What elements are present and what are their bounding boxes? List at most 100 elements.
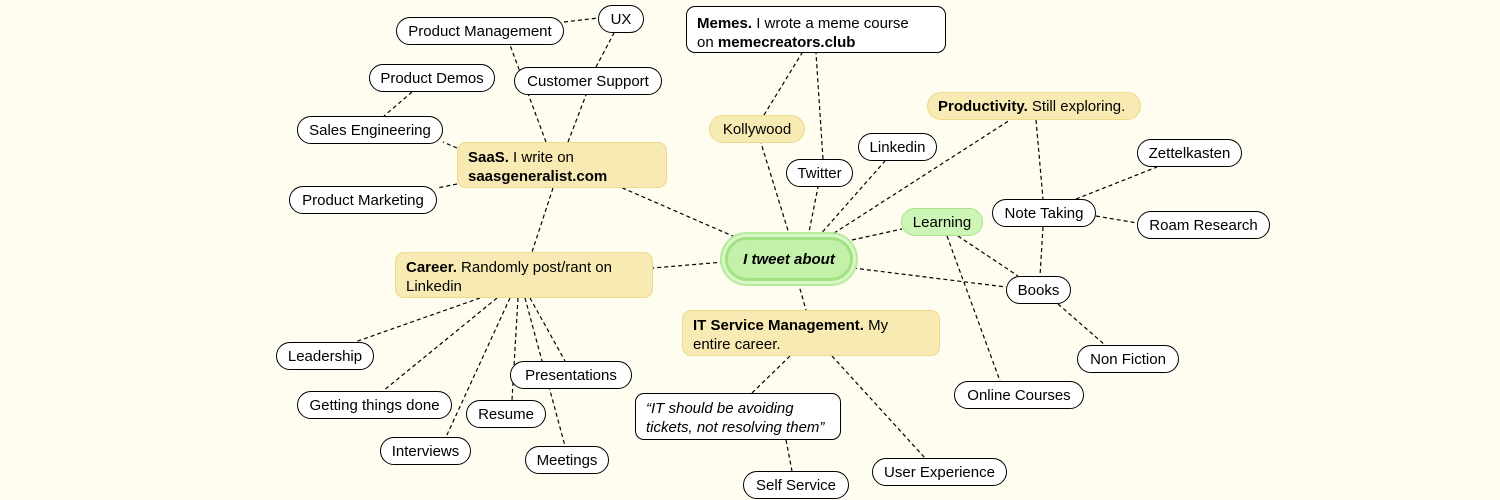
leaf-ux[interactable]: UX: [598, 5, 644, 33]
connector-cs-ux: [595, 32, 615, 68]
leaf-online-courses[interactable]: Online Courses: [954, 381, 1084, 409]
topic-memes-prefix: on: [697, 34, 714, 51]
leaf-leadership[interactable]: Leadership: [276, 342, 374, 370]
connector-career-lead: [354, 297, 481, 343]
connector-learn-books: [957, 235, 1019, 277]
central-topic-label: I tweet about: [743, 250, 835, 268]
topic-career-text2: Linkedin: [406, 278, 462, 295]
leaf-label: Zettelkasten: [1148, 144, 1231, 162]
connector-nt-books: [1039, 226, 1044, 277]
connector-pm-ux: [563, 17, 599, 23]
leaf-label: Meetings: [536, 451, 598, 469]
topic-saas-text: I write on: [513, 149, 574, 166]
leaf-label: Twitter: [797, 164, 842, 182]
connector-saas-cs: [567, 94, 587, 143]
leaf-itsm-quote[interactable]: “IT should be avoiding tickets, not reso…: [635, 393, 841, 440]
topic-kollywood-label: Kollywood: [722, 120, 792, 138]
topic-it-service-management[interactable]: IT Service Management. My entire career.: [682, 310, 940, 356]
topic-learning[interactable]: Learning: [901, 208, 983, 236]
connector-center-books: [852, 267, 1007, 288]
leaf-label: Sales Engineering: [309, 121, 431, 139]
leaf-meetings[interactable]: Meetings: [525, 446, 609, 474]
leaf-twitter[interactable]: Twitter: [786, 159, 853, 187]
quote-line-2: tickets, not resolving them”: [646, 419, 825, 436]
leaf-label: UX: [610, 10, 632, 28]
connector-career-pres: [529, 297, 566, 362]
topic-itsm-text: My: [868, 317, 889, 334]
connector-kolly-memes: [763, 52, 803, 116]
connector-learn-oc: [946, 235, 1001, 382]
leaf-self-service[interactable]: Self Service: [743, 471, 849, 499]
connector-center-twitter: [807, 186, 819, 238]
topic-kollywood[interactable]: Kollywood: [709, 115, 805, 143]
topic-career[interactable]: Career. Randomly post/rant on Linkedin: [395, 252, 653, 298]
leaf-label: Self Service: [755, 476, 837, 494]
connector-saas-se: [442, 141, 458, 149]
connector-saas-pmk: [436, 183, 458, 189]
leaf-user-experience[interactable]: User Experience: [872, 458, 1007, 486]
connector-books-nf: [1057, 303, 1106, 346]
topic-career-text: Randomly post/rant on: [461, 259, 612, 276]
leaf-label: Online Courses: [967, 386, 1071, 404]
leaf-getting-things-done[interactable]: Getting things done: [297, 391, 452, 419]
leaf-sales-engineering[interactable]: Sales Engineering: [297, 116, 443, 144]
leaf-label: Non Fiction: [1090, 350, 1166, 368]
topic-productivity[interactable]: Productivity. Still exploring.: [927, 92, 1141, 120]
leaf-linkedin[interactable]: Linkedin: [858, 133, 937, 161]
connector-prod-nt: [1035, 119, 1044, 200]
leaf-resume[interactable]: Resume: [466, 400, 546, 428]
connector-pd-se: [383, 91, 413, 117]
leaf-roam-research[interactable]: Roam Research: [1137, 211, 1270, 239]
leaf-label: Product Marketing: [302, 191, 424, 209]
leaf-label: Interviews: [391, 442, 460, 460]
topic-memes-title: Memes.: [697, 15, 753, 32]
topic-productivity-title: Productivity.: [938, 97, 1028, 115]
connector-center-itsm: [797, 281, 807, 311]
leaf-label: Roam Research: [1149, 216, 1258, 234]
topic-learning-label: Learning: [912, 213, 972, 231]
leaf-note-taking[interactable]: Note Taking: [992, 199, 1096, 227]
leaf-presentations[interactable]: Presentations: [510, 361, 632, 389]
topic-saas-title: SaaS.: [468, 149, 509, 166]
connector-career-gtd: [382, 297, 498, 392]
leaf-label: Resume: [478, 405, 534, 423]
leaf-label: Leadership: [287, 347, 363, 365]
leaf-product-marketing[interactable]: Product Marketing: [289, 186, 437, 214]
connector-nt-zk: [1075, 166, 1158, 200]
connector-saas-career: [531, 187, 554, 253]
leaf-interviews[interactable]: Interviews: [380, 437, 471, 465]
leaf-product-management[interactable]: Product Management: [396, 17, 564, 45]
connector-center-learn: [851, 228, 903, 241]
topic-saas[interactable]: SaaS. I write on saasgeneralist.com: [457, 142, 667, 188]
leaf-label: Note Taking: [1004, 204, 1084, 222]
connector-itsm-ue: [831, 355, 926, 459]
leaf-customer-support[interactable]: Customer Support: [514, 67, 662, 95]
connector-nt-rr: [1095, 215, 1138, 224]
connector-quote-ss: [785, 439, 793, 472]
quote-line-1: “IT should be avoiding: [646, 400, 794, 417]
topic-saas-domain: saasgeneralist.com: [468, 168, 608, 185]
leaf-zettelkasten[interactable]: Zettelkasten: [1137, 139, 1242, 167]
connector-center-career: [652, 261, 725, 269]
connector-twitter-memes: [815, 52, 824, 160]
topic-productivity-text: Still exploring.: [1031, 97, 1126, 115]
leaf-label: Books: [1017, 281, 1060, 299]
connector-center-saas: [617, 185, 736, 238]
leaf-label: User Experience: [884, 463, 995, 481]
leaf-label: Product Management: [408, 22, 552, 40]
topic-itsm-title: IT Service Management.: [693, 317, 864, 334]
topic-memes[interactable]: Memes. I wrote a meme course on memecrea…: [686, 6, 946, 53]
topic-itsm-text2: entire career.: [693, 336, 781, 353]
central-topic[interactable]: I tweet about: [725, 237, 853, 281]
connector-center-kolly: [760, 142, 791, 238]
leaf-label: Customer Support: [527, 72, 649, 90]
topic-memes-domain: memecreators.club: [717, 34, 856, 51]
connector-itsm-quote: [751, 355, 791, 394]
leaf-non-fiction[interactable]: Non Fiction: [1077, 345, 1179, 373]
leaf-label: Product Demos: [380, 69, 484, 87]
topic-career-title: Career.: [406, 259, 457, 276]
leaf-books[interactable]: Books: [1006, 276, 1071, 304]
leaf-label: Presentations: [525, 366, 617, 384]
leaf-product-demos[interactable]: Product Demos: [369, 64, 495, 92]
leaf-label: Getting things done: [309, 396, 440, 414]
